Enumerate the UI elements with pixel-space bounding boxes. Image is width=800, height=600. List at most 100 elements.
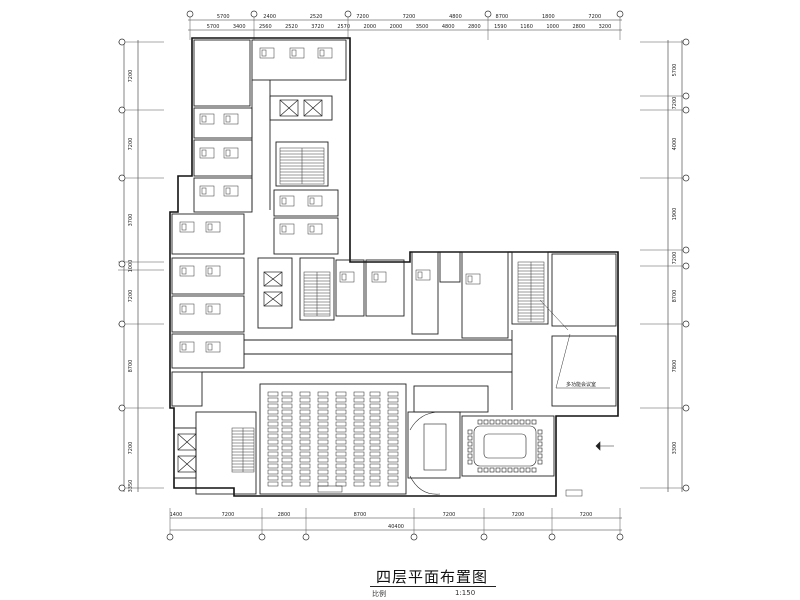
- north-arrow-icon: [595, 441, 614, 451]
- desk: [353, 433, 365, 439]
- desk: [335, 421, 347, 427]
- desk: [267, 391, 279, 397]
- desk: [281, 433, 293, 439]
- left-dimension-label: 3700: [128, 214, 134, 227]
- drawing-title: 四层平面布置图: [376, 568, 489, 586]
- desk: [369, 427, 381, 433]
- chair: [495, 467, 501, 473]
- bed: [279, 223, 295, 235]
- pillow: [281, 225, 287, 233]
- room-furniture: [179, 47, 481, 353]
- top-overall-label: 5700: [217, 14, 230, 20]
- stair-hatching: [231, 147, 545, 473]
- desk: [281, 475, 293, 481]
- bed: [223, 113, 239, 125]
- bed: [371, 271, 387, 283]
- top-overall-label: 4800: [449, 14, 462, 20]
- right-dimension-label: 3300: [672, 442, 678, 455]
- chair: [467, 441, 473, 447]
- chair: [537, 459, 543, 465]
- top-overall-label: 2400: [263, 14, 276, 20]
- top-dimension-label: 3500: [416, 24, 429, 30]
- desk: [299, 415, 311, 421]
- desk: [267, 397, 279, 403]
- bed: [279, 195, 295, 207]
- desk: [299, 475, 311, 481]
- right-dimension-label: 4000: [672, 138, 678, 151]
- pillow: [291, 49, 297, 57]
- chair: [525, 467, 531, 473]
- chair: [537, 441, 543, 447]
- top-dimension-group: [188, 19, 622, 31]
- desk: [281, 457, 293, 463]
- chair: [501, 419, 507, 425]
- top-dimension-label: 4800: [442, 24, 455, 30]
- left-dimension-label: 7200: [128, 70, 134, 83]
- pillow: [181, 305, 187, 313]
- desk: [317, 445, 329, 451]
- desk: [281, 427, 293, 433]
- pillow: [207, 305, 213, 313]
- desk: [353, 439, 365, 445]
- interior-walls: [171, 39, 617, 495]
- bottom-dimension-label: 7200: [443, 512, 456, 518]
- desk: [335, 409, 347, 415]
- bed: [179, 303, 195, 315]
- desk: [267, 403, 279, 409]
- desk: [335, 415, 347, 421]
- top-overall-label: 7200: [403, 14, 416, 20]
- pillow: [309, 197, 315, 205]
- top-overall-label: 7200: [356, 14, 369, 20]
- desk: [299, 445, 311, 451]
- scale-value: 1:150: [455, 589, 476, 597]
- grid-axis-lines: [118, 14, 688, 535]
- left-dimension-label: 1000: [128, 260, 134, 273]
- top-dimension-label: 1000: [546, 24, 559, 30]
- desk: [267, 421, 279, 427]
- bed: [205, 341, 221, 353]
- desk: [387, 397, 399, 403]
- right-dimension-label: 7200: [672, 97, 678, 110]
- chair: [513, 419, 519, 425]
- desk: [281, 463, 293, 469]
- desk: [353, 415, 365, 421]
- top-overall-label: 7200: [588, 14, 601, 20]
- desk: [369, 475, 381, 481]
- pillow: [225, 115, 231, 123]
- left-dimension-label: 7200: [128, 290, 134, 303]
- desk: [299, 457, 311, 463]
- desk: [353, 481, 365, 487]
- desk: [369, 409, 381, 415]
- pillow: [181, 267, 187, 275]
- pillow: [207, 223, 213, 231]
- pillow: [417, 271, 423, 279]
- desk: [387, 469, 399, 475]
- bed: [223, 147, 239, 159]
- desk: [281, 391, 293, 397]
- desk: [353, 391, 365, 397]
- desk: [369, 445, 381, 451]
- desk: [317, 481, 329, 487]
- open-office-desks: [267, 391, 399, 493]
- desk: [369, 463, 381, 469]
- chair: [467, 429, 473, 435]
- desk: [335, 439, 347, 445]
- desk: [353, 475, 365, 481]
- top-dimension-label: 2800: [572, 24, 585, 30]
- desk: [267, 409, 279, 415]
- desk: [353, 397, 365, 403]
- bed: [205, 303, 221, 315]
- desk: [281, 445, 293, 451]
- pillow: [201, 149, 207, 157]
- desk: [317, 469, 329, 475]
- desk: [335, 481, 347, 487]
- pillow: [281, 197, 287, 205]
- top-dimension-label: 3400: [233, 24, 246, 30]
- desk: [387, 463, 399, 469]
- desk: [267, 427, 279, 433]
- desk: [353, 457, 365, 463]
- desk: [317, 415, 329, 421]
- chair: [477, 467, 483, 473]
- desk: [299, 451, 311, 457]
